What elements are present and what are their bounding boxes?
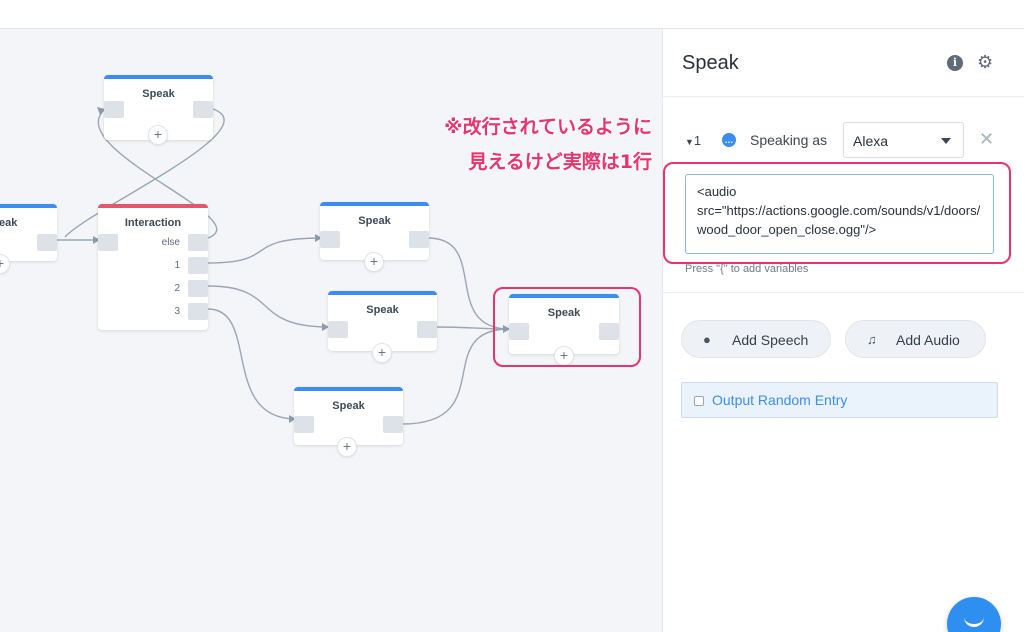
node-title: eak [0,217,18,229]
voice-select[interactable]: Alexa [843,122,964,158]
input-port[interactable] [98,234,118,251]
close-icon[interactable]: ✕ [979,129,995,149]
flow-canvas[interactable]: Speak + eak + Interaction else 1 2 3 Spe… [0,29,662,632]
properties-panel: Speak i ⚙ ▼1 … Speaking as Alexa ✕ <audi… [662,29,1024,632]
speak-node-3[interactable]: Speak + [294,387,403,457]
arrowhead-speak2 [322,323,329,331]
arrowhead-speak3 [289,415,296,423]
arrowhead-target [503,325,510,333]
speech-bubble-icon: ● [703,332,711,347]
speech-bubble-icon: … [722,133,736,147]
annotation-line-2: 見えるけど実際は1行 [468,151,652,173]
output-port[interactable] [37,234,57,251]
node-title: Speak [366,304,399,316]
speak-node-2[interactable]: Speak + [328,291,437,363]
speak-node-1[interactable]: Speak + [320,202,429,272]
speaking-as-label: Speaking as [750,132,828,148]
add-audio-button[interactable]: ♫ Add Audio [845,320,986,358]
input-port[interactable] [509,323,529,340]
wire-else-to-speak-top [97,108,218,239]
info-icon[interactable]: i [947,55,963,71]
interaction-node[interactable]: Interaction else 1 2 3 [98,204,208,330]
highlight-frame-target-node [493,287,641,367]
arrowhead-speak-top [97,107,105,115]
choice-3-port[interactable] [188,303,208,320]
output-port[interactable] [383,416,403,433]
top-bar [0,0,1024,29]
input-port[interactable] [320,231,340,248]
wire-speak3-to-target [401,328,511,425]
node-title: Speak [358,215,391,227]
arrowhead-interaction [93,236,100,244]
add-step-button[interactable]: + [148,125,168,145]
speak-node-target[interactable]: Speak + [509,294,619,366]
choice-1-label: 1 [174,260,180,271]
input-port[interactable] [104,101,124,118]
step-number: 1 [693,133,702,148]
gear-icon[interactable]: ⚙ [977,52,994,72]
chevron-down-icon: ▼ [685,137,694,147]
chat-face-icon [964,617,984,627]
add-step-button[interactable]: + [372,343,392,363]
arrowhead-speak1 [315,234,322,242]
node-title: Speak [547,307,581,319]
output-port[interactable] [417,321,437,338]
divider [663,96,1024,97]
panel-title: Speak [682,52,739,74]
add-speech-button[interactable]: ● Add Speech [681,320,831,358]
wire-2-to-speak2 [207,285,330,328]
add-audio-label: Add Audio [896,332,960,348]
input-port[interactable] [328,321,348,338]
caret-down-icon [941,138,951,144]
output-port[interactable] [193,101,213,118]
speech-text-input[interactable]: <audio src="https://actions.google.com/s… [685,174,994,254]
step-toggle[interactable]: ▼1 [685,133,701,148]
wire-3-to-speak3 [207,308,297,420]
random-entry-label: Output Random Entry [712,392,848,408]
add-step-button[interactable]: + [337,437,357,457]
wire-1-to-speak1 [207,237,323,264]
node-title: Speak [142,88,175,100]
speak-node-top[interactable]: Speak + [104,75,213,145]
choice-else-label: else [161,237,180,248]
add-speech-label: Add Speech [732,332,809,348]
divider [663,292,1024,293]
node-title: Speak [332,400,365,412]
random-entry-checkbox[interactable] [694,396,704,406]
variables-hint: Press "{" to add variables [685,263,809,275]
node-title: Interaction [124,217,182,229]
highlight-frame-text-input [663,162,1011,264]
output-port[interactable] [409,231,429,248]
input-port[interactable] [294,416,314,433]
output-random-entry-option[interactable]: Output Random Entry [681,382,998,418]
choice-1-port[interactable] [188,257,208,274]
wire-speak-top-to-left [64,108,225,238]
add-step-button[interactable]: + [364,252,384,272]
voice-select-value: Alexa [853,133,889,149]
choice-3-label: 3 [174,306,180,317]
choice-2-port[interactable] [188,280,208,297]
choice-2-label: 2 [174,283,180,294]
output-port[interactable] [599,323,619,340]
wire-speak1-to-target [427,237,511,330]
music-note-icon: ♫ [867,332,877,347]
annotation-line-1: ※改行されているように [444,116,652,138]
choice-else-port[interactable] [188,234,208,251]
connection-wires [54,107,511,425]
speak-node-left[interactable]: eak + [0,204,57,274]
